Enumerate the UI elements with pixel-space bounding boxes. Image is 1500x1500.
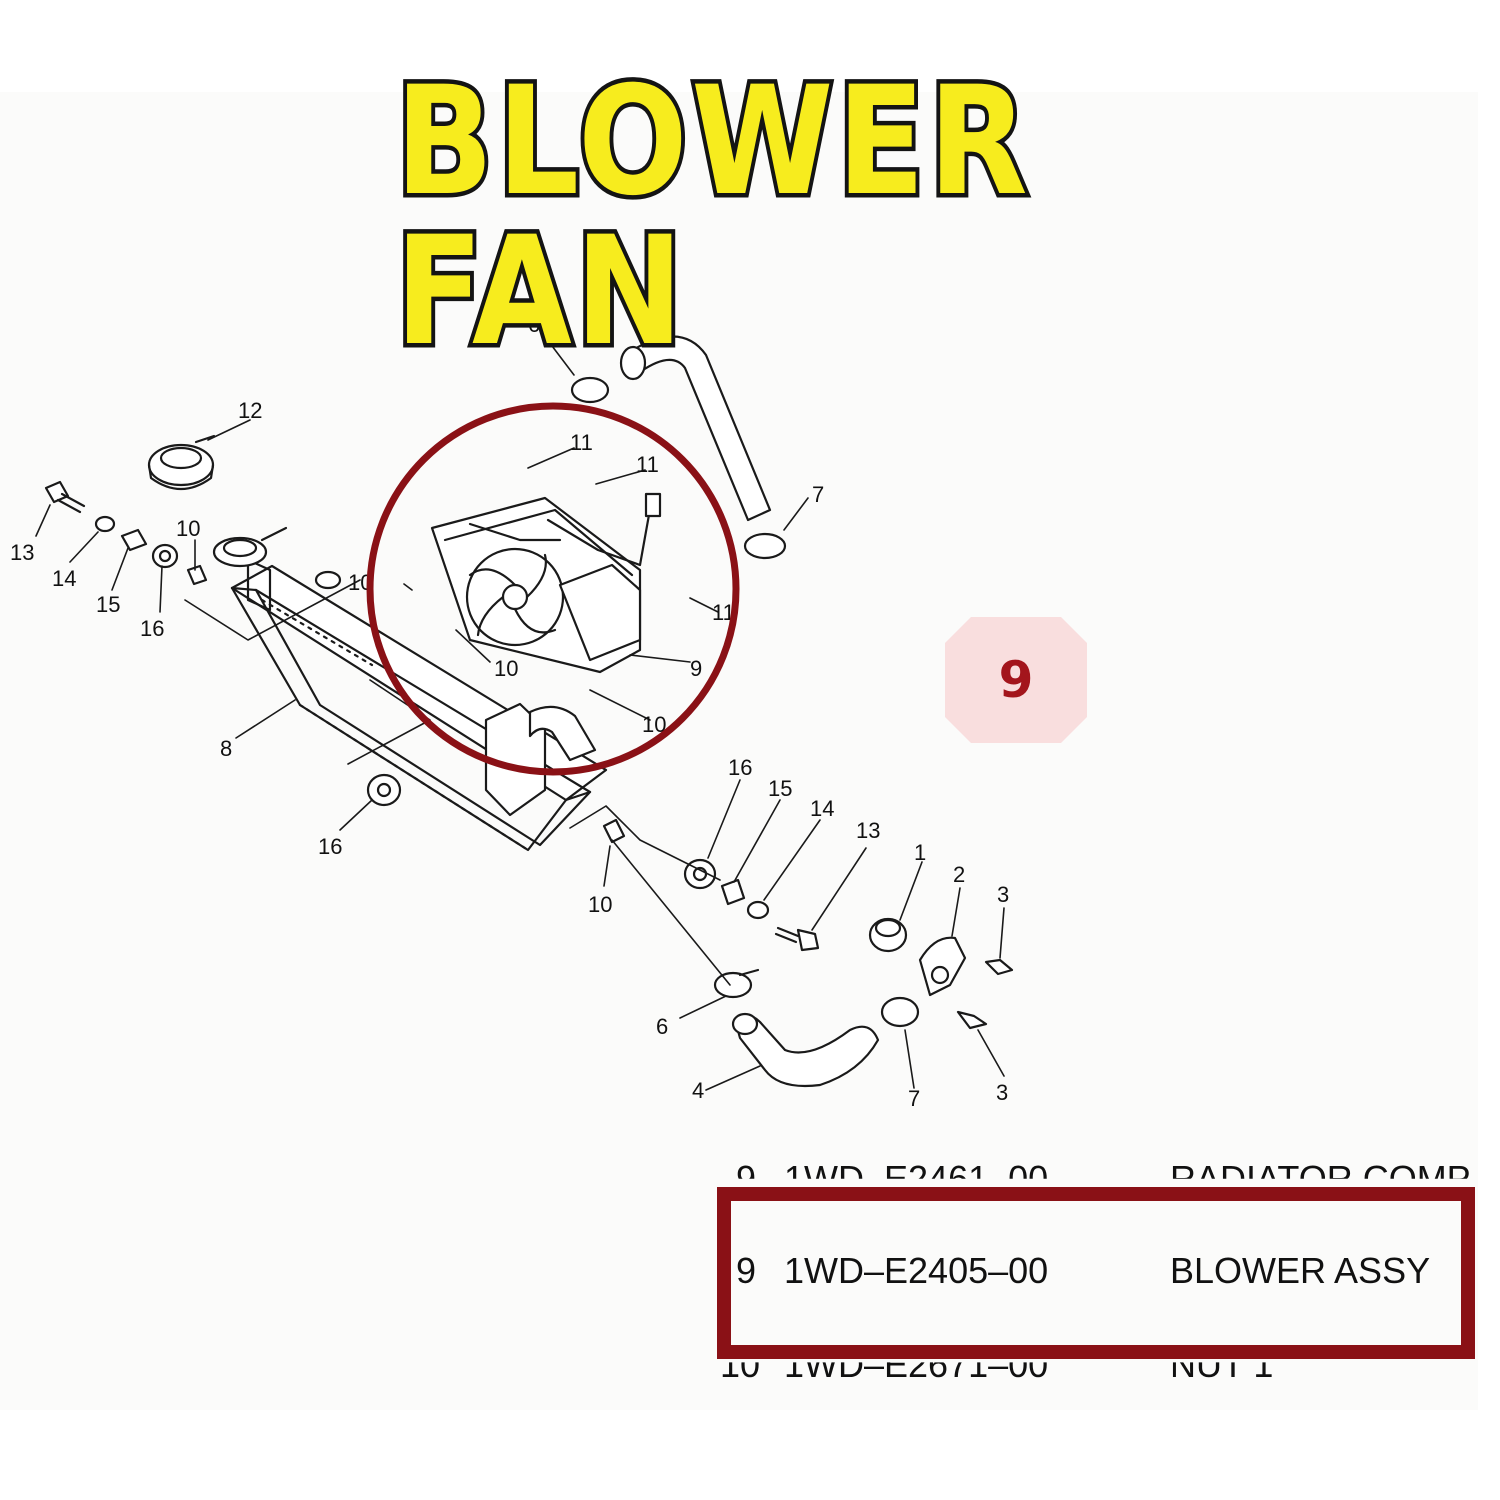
callout-11-c: 11 xyxy=(712,600,735,625)
parts-row-nut: 10 1WD–E2671–00 NUT 1 xyxy=(720,1344,1480,1380)
row-ref: 9 xyxy=(736,1158,757,1199)
banner-title: BLOWER FAN xyxy=(391,55,1032,379)
callout-4: 4 xyxy=(692,1078,704,1103)
callout-7-top: 7 xyxy=(812,482,824,507)
callout-numbers: 6 12 11 11 7 13 14 15 16 10 10 11 10 9 1… xyxy=(10,312,1009,1111)
callout-16-bottom: 16 xyxy=(318,834,342,859)
callout-16-left: 16 xyxy=(140,616,164,641)
callout-15-left: 15 xyxy=(96,592,120,617)
badge-label: 9 xyxy=(998,651,1034,709)
water-pump-parts xyxy=(868,917,1014,1030)
callout-12: 12 xyxy=(238,398,262,423)
callout-11-a: 11 xyxy=(570,430,593,455)
parts-row-nut-wrap: 10 1WD–E2671–00 NUT 1 xyxy=(720,1340,1480,1380)
row-code: 1WD–E2671–00 xyxy=(784,1344,1049,1380)
title-banner: BLOWER FAN xyxy=(335,63,1195,372)
badge-octagon xyxy=(945,617,1087,743)
callout-16-right: 16 xyxy=(728,755,752,780)
callout-14-left: 14 xyxy=(52,566,76,591)
leader-lines xyxy=(35,337,1005,1091)
callout-7-bottom: 7 xyxy=(908,1086,920,1111)
right-fasteners xyxy=(602,818,820,952)
part-number-badge: 9 xyxy=(945,617,1087,743)
blower-highlight-circle xyxy=(366,402,740,776)
lower-hose xyxy=(713,968,920,1088)
callout-10-bottom: 10 xyxy=(588,892,612,917)
callout-13-right: 13 xyxy=(856,818,880,843)
radiator-cap xyxy=(147,434,216,490)
upper-hose xyxy=(570,335,787,560)
row-description: BLOWER ASSY xyxy=(1170,1250,1431,1291)
blower-row-highlight xyxy=(717,1187,1475,1359)
callout-11-b: 11 xyxy=(636,452,659,477)
callout-9: 9 xyxy=(690,656,702,681)
callout-6-top: 6 xyxy=(528,312,540,337)
row-description: RADIATOR COMP xyxy=(1170,1158,1471,1199)
row-ref: 10 xyxy=(720,1344,761,1380)
callout-8: 8 xyxy=(220,736,232,761)
grommet-bottom xyxy=(366,773,402,807)
outlet-hose xyxy=(528,705,597,762)
callout-15-right: 15 xyxy=(768,776,792,801)
callout-10-fan: 10 xyxy=(494,656,518,681)
callout-2: 2 xyxy=(953,862,965,887)
callout-10-left: 10 xyxy=(176,516,200,541)
callout-1: 1 xyxy=(914,840,926,865)
row-ref: 9 xyxy=(736,1250,757,1291)
callout-14-right: 14 xyxy=(810,796,834,821)
fan-shroud xyxy=(430,492,662,674)
row-description: NUT 1 xyxy=(1170,1344,1274,1380)
parts-row-radiator: 9 1WD–E2461–00 RADIATOR COMP xyxy=(720,1158,1480,1199)
callout-3-bottom: 3 xyxy=(996,1080,1008,1105)
callout-13-left: 13 xyxy=(10,540,34,565)
callout-3-top: 3 xyxy=(997,882,1009,907)
filler-neck xyxy=(212,526,342,590)
left-fasteners xyxy=(44,480,208,586)
parts-row-blower: 9 1WD–E2405–00 BLOWER ASSY xyxy=(720,1250,1480,1291)
callout-6-bottom: 6 xyxy=(656,1014,668,1039)
row-code: 1WD–E2405–00 xyxy=(784,1250,1049,1291)
parts-list: 9 1WD–E2461–00 RADIATOR COMP 9 1WD–E2405… xyxy=(720,1150,1480,1390)
row-code: 1WD–E2461–00 xyxy=(784,1158,1049,1199)
